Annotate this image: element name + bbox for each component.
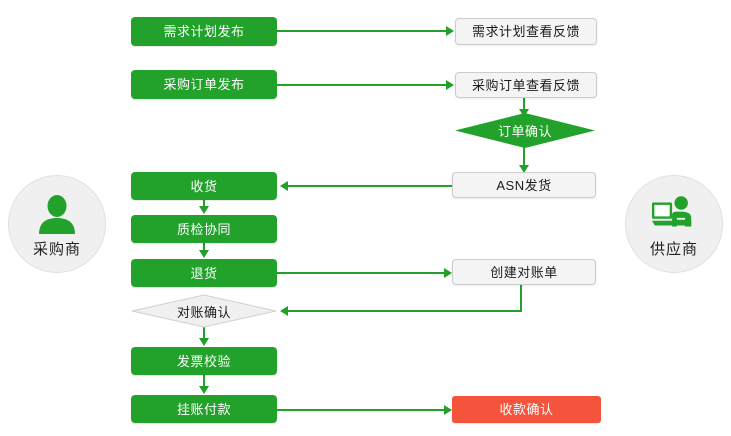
edge-quality-to-return	[203, 243, 205, 253]
edge-order-confirm-to-asn	[523, 146, 525, 168]
node-order-confirm[interactable]: 订单确认	[455, 113, 595, 148]
edge-return-to-create-statement	[277, 272, 445, 274]
arrowhead-invoice-to-payment	[199, 386, 209, 394]
actor-buyer[interactable]: 采购商	[8, 175, 106, 273]
node-order-confirm-label: 订单确认	[497, 124, 552, 139]
arrowhead-payment-to-receipt-confirm	[444, 405, 452, 415]
edge-po-feedback-to-order-confirm	[523, 97, 525, 117]
edge-create-statement-to-statement-confirm	[288, 310, 522, 312]
arrowhead-create-statement-to-statement-confirm	[280, 306, 288, 316]
node-return-goods[interactable]: 退货	[131, 259, 277, 287]
node-asn-shipment[interactable]: ASN发货	[452, 172, 596, 198]
edge-payment-to-receipt-confirm	[277, 409, 445, 411]
actor-supplier-label: 供应商	[649, 240, 698, 258]
arrowhead-return-to-create-statement	[444, 268, 452, 278]
person-at-computer-icon	[651, 194, 697, 234]
actor-supplier[interactable]: 供应商	[625, 175, 723, 273]
node-receipt-confirm[interactable]: 收款确认	[452, 396, 601, 423]
edge-po-to-feedback	[277, 84, 447, 86]
arrowhead-order-confirm-to-asn	[519, 165, 529, 173]
node-statement-confirm[interactable]: 对账确认	[131, 294, 277, 328]
arrowhead-quality-to-return	[199, 250, 209, 258]
edge-create-statement-down	[520, 285, 522, 312]
node-invoice-check[interactable]: 发票校验	[131, 347, 277, 375]
arrowhead-po-to-feedback	[446, 80, 454, 90]
node-po-feedback[interactable]: 采购订单查看反馈	[455, 72, 597, 98]
arrowhead-goods-receipt-to-quality	[199, 206, 209, 214]
node-goods-receipt[interactable]: 收货	[131, 172, 277, 200]
actor-buyer-label: 采购商	[32, 240, 81, 258]
arrowhead-demand-plan-to-feedback	[446, 26, 454, 36]
edge-goods-receipt-to-quality	[203, 199, 205, 209]
edge-invoice-to-payment	[203, 375, 205, 387]
arrowhead-asn-to-goods-receipt	[280, 181, 288, 191]
edge-statement-confirm-to-invoice	[203, 327, 205, 339]
arrowhead-statement-confirm-to-invoice	[199, 338, 209, 346]
node-demand-plan-publish[interactable]: 需求计划发布	[131, 17, 277, 46]
node-payment-posting[interactable]: 挂账付款	[131, 395, 277, 423]
node-po-publish[interactable]: 采购订单发布	[131, 70, 277, 99]
node-quality-collab[interactable]: 质检协同	[131, 215, 277, 243]
person-icon	[34, 194, 80, 234]
edge-demand-plan-to-feedback	[277, 30, 447, 32]
node-statement-confirm-label: 对账确认	[176, 304, 231, 320]
arrowhead-po-feedback-to-order-confirm	[519, 109, 529, 117]
edge-asn-to-goods-receipt	[288, 185, 454, 187]
node-create-statement[interactable]: 创建对账单	[452, 259, 596, 285]
node-demand-plan-feedback[interactable]: 需求计划查看反馈	[455, 18, 597, 45]
